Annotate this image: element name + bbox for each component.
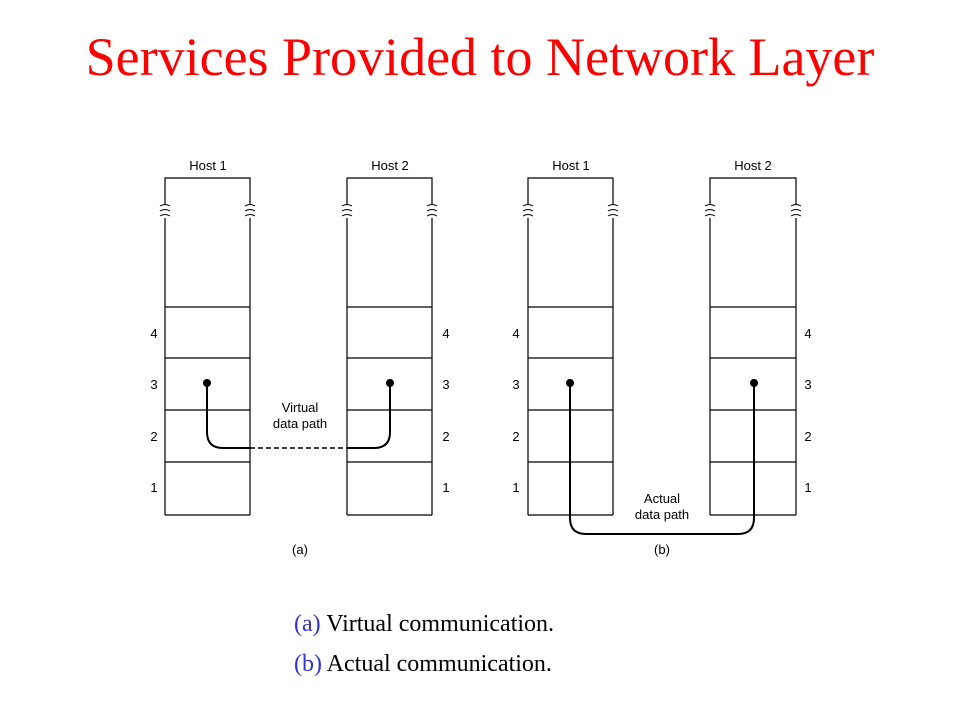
caption-b-text: Actual communication. xyxy=(321,651,552,677)
panel-a-layer-3-label: 3 xyxy=(150,377,157,392)
caption-a-text: Virtual communication. xyxy=(320,611,555,637)
panel-a-layer-2-label: 2 xyxy=(150,429,157,444)
actual-path-label-line1: Actual xyxy=(644,491,680,506)
panel-b-host2-label: Host 2 xyxy=(734,158,772,173)
virtual-path-left xyxy=(206,383,250,449)
panel-b-host2-endpoint xyxy=(750,379,758,387)
caption-b-tag: (b) xyxy=(294,651,322,677)
panel-a-host1-label: Host 1 xyxy=(189,158,227,173)
panel-b-host2-layer-3-label: 3 xyxy=(804,377,811,392)
panel-a-host1-stack xyxy=(164,177,251,516)
panel-b-layer-3-label: 3 xyxy=(512,377,519,392)
virtual-path-right xyxy=(347,383,391,449)
virtual-path-label-line1: Virtual xyxy=(282,400,319,415)
panel-a-host2-layer-2-label: 2 xyxy=(442,429,449,444)
panel-b-host2-layer-4-label: 4 xyxy=(804,326,811,341)
break-marks xyxy=(159,204,802,217)
caption-a-tag: (a) xyxy=(294,611,321,637)
panel-b-layer-4-label: 4 xyxy=(512,326,519,341)
caption-b: (b) Actual communication. xyxy=(294,652,552,676)
panel-b-host1-label: Host 1 xyxy=(552,158,590,173)
panel-a-host2-layer-3-label: 3 xyxy=(442,377,449,392)
panel-a-host2-label: Host 2 xyxy=(371,158,409,173)
panel-b-host1-stack xyxy=(527,177,614,516)
panel-a-host1-endpoint xyxy=(203,379,211,387)
caption-a: (a) Virtual communication. xyxy=(294,612,554,636)
actual-path-label-line2: data path xyxy=(635,507,689,522)
panel-b-host2-layer-2-label: 2 xyxy=(804,429,811,444)
panel-b-host1-endpoint xyxy=(566,379,574,387)
virtual-path-label-line2: data path xyxy=(273,416,327,431)
panel-a-label: (a) xyxy=(292,542,308,557)
panel-a-layer-1-label: 1 xyxy=(150,480,157,495)
actual-data-path xyxy=(569,383,755,535)
panel-a-host2-layer-1-label: 1 xyxy=(442,480,449,495)
panel-b-label: (b) xyxy=(654,542,670,557)
slide-title: Services Provided to Network Layer xyxy=(85,27,875,87)
panel-a-host2-endpoint xyxy=(386,379,394,387)
panel-a-layer-4-label: 4 xyxy=(150,326,157,341)
panel-a-host2-layer-4-label: 4 xyxy=(442,326,449,341)
panel-a-host2-stack xyxy=(346,177,433,516)
panel-b-layer-2-label: 2 xyxy=(512,429,519,444)
panel-b-host2-layer-1-label: 1 xyxy=(804,480,811,495)
panel-b-layer-1-label: 1 xyxy=(512,480,519,495)
